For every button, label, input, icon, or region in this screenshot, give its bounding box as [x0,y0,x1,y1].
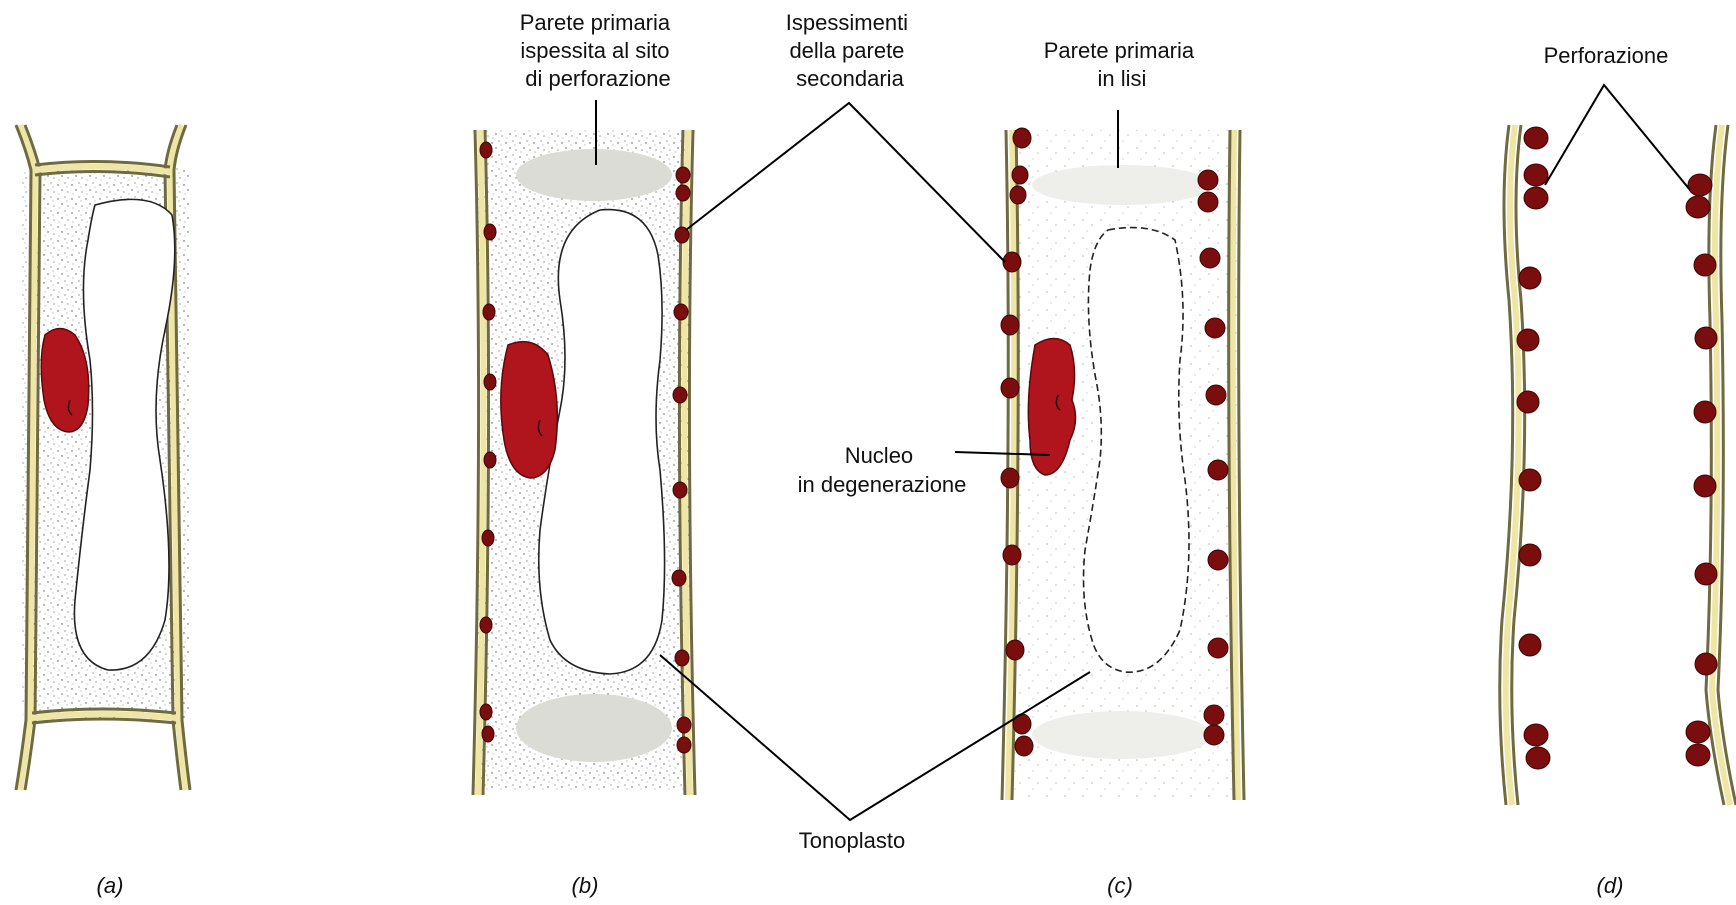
label-tonoplasto: Tonoplasto [799,828,905,853]
panel-label-b: (b) [572,873,599,898]
cell-wall [1506,125,1730,805]
panel-label-c: (c) [1107,873,1133,898]
label-perforazione: Perforazione [1544,43,1669,68]
label-ispessimenti: Ispessimenti della parete secondaria [786,10,914,91]
thickened-primary-wall-bottom [516,694,672,762]
lysing-primary-wall-bottom [1032,711,1212,759]
label-nucleo: Nucleo in degenerazione [798,443,967,497]
panel-a-cell [16,125,190,790]
panel-label-d: (d) [1597,873,1624,898]
thickened-primary-wall-top [516,149,672,201]
panel-label-a: (a) [97,873,124,898]
panel-c-cell [1001,128,1244,800]
label-parete-primaria-ispessita: Parete primaria ispessita al sito di per… [520,10,677,91]
secondary-wall-thickenings [1517,127,1717,769]
panel-b-cell [473,130,695,795]
vacuole-tonoplast [539,210,665,674]
label-parete-primaria-lisi: Parete primaria in lisi [1044,38,1201,91]
nucleus [501,342,558,478]
panel-d-vessel [1500,125,1736,805]
lysing-primary-wall-top [1032,165,1212,205]
